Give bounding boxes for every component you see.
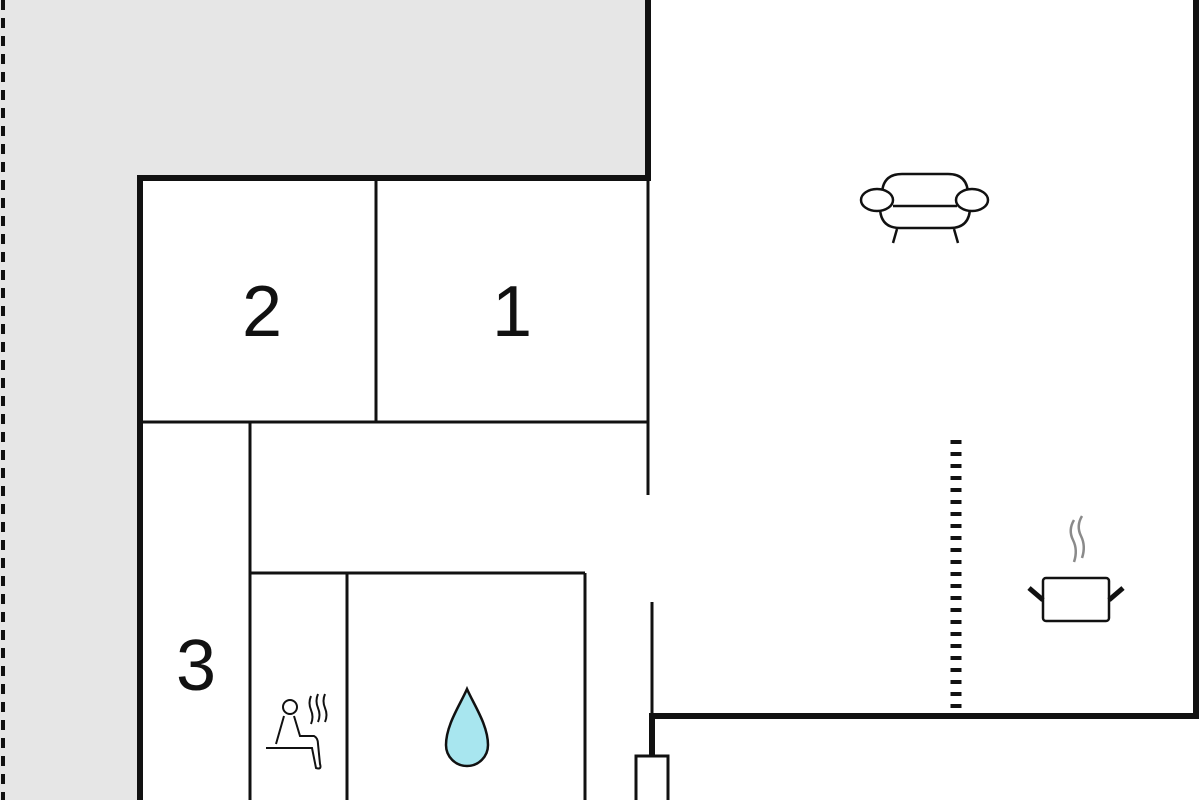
water-drop-icon [444,685,490,768]
interior-walls [140,178,670,800]
room-label-2: 2 [242,272,282,352]
room-label-3: 3 [176,626,216,706]
exterior-walls [137,0,1199,800]
room-label-1: 1 [492,272,532,352]
cooking-pot-icon [1027,515,1125,623]
sauna-icon [266,693,328,770]
outside-area [0,0,648,800]
sofa-icon [859,172,990,244]
